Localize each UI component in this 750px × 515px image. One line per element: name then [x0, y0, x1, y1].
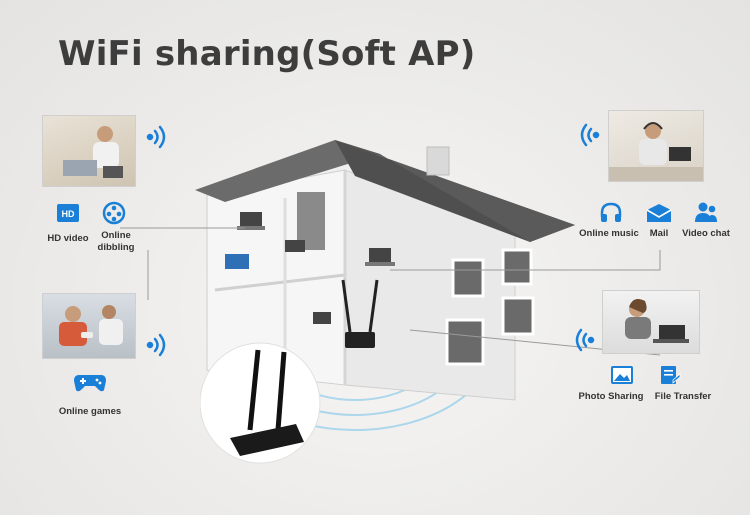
video-chat-icon	[694, 201, 718, 223]
photo-icon	[611, 366, 633, 384]
page-title: WiFi sharing(Soft AP)	[58, 34, 476, 74]
adapter-closeup	[200, 342, 321, 464]
file-transfer-label: File Transfer	[654, 391, 712, 402]
video-chat-label: Video chat	[682, 228, 730, 239]
wifi-signal-icon	[146, 333, 166, 357]
wifi-signal-icon	[146, 125, 166, 149]
photo-man-relaxing	[42, 115, 136, 187]
hd-video-label: HD video	[47, 233, 89, 244]
wifi-signal-icon	[575, 328, 595, 352]
photo-woman-laptop	[602, 290, 700, 354]
online-dibbling-label: Online dibbling	[97, 230, 135, 253]
mail-icon	[646, 203, 672, 223]
online-games-label: Online games	[58, 406, 122, 417]
photo-gamers	[42, 293, 136, 359]
wifi-signal-icon	[580, 123, 600, 147]
house-illustration	[195, 140, 575, 431]
mail-label: Mail	[649, 228, 669, 239]
gamepad-icon	[73, 372, 107, 394]
file-transfer-icon	[659, 364, 681, 386]
headphones-icon	[599, 201, 623, 225]
photo-sharing-label: Photo Sharing	[578, 391, 644, 402]
photo-man-headset	[608, 110, 704, 182]
film-reel-icon	[102, 201, 126, 225]
svg-text:HD: HD	[62, 209, 75, 219]
online-music-label: Online music	[579, 228, 639, 239]
hd-video-icon: HD	[56, 203, 80, 223]
